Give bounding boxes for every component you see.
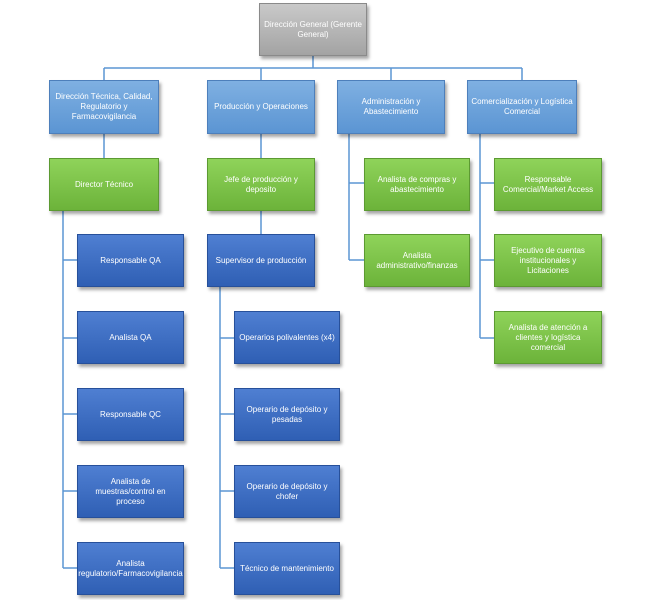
node-label: Analista de compras y abastecimiento — [377, 174, 457, 194]
node-administracion[interactable]: Administración y Abastecimiento — [337, 80, 445, 134]
node-label: Ejecutivo de cuentas institucionales y L… — [511, 245, 585, 275]
node-responsable-comercial[interactable]: Responsable Comercial/Market Access — [494, 158, 602, 211]
node-operarios-polivalentes[interactable]: Operarios polivalentes (x4) — [234, 311, 340, 364]
node-responsable-qa[interactable]: Responsable QA — [77, 234, 184, 287]
node-tecnico-mantenimiento[interactable]: Técnico de mantenimiento — [234, 542, 340, 595]
node-direccion-general[interactable]: Dirección General (Gerente General) — [259, 3, 367, 56]
node-analista-compras[interactable]: Analista de compras y abastecimiento — [364, 158, 470, 211]
node-label: Producción y Operaciones — [214, 102, 308, 111]
node-label: Responsable QC — [100, 409, 161, 419]
node-analista-administrativo[interactable]: Analista administrativo/finanzas — [364, 234, 470, 287]
node-label: Comercialización y Logística Comercial — [471, 97, 573, 116]
node-label: Analista QA — [109, 332, 152, 342]
node-label: Dirección General (Gerente General) — [264, 19, 362, 39]
node-analista-atencion-clientes[interactable]: Analista de atención a clientes y logíst… — [494, 311, 602, 364]
node-label: Analista regulatorio/Farmacovigilancia — [78, 558, 183, 578]
node-label: Responsable QA — [100, 255, 161, 265]
node-produccion-operaciones[interactable]: Producción y Operaciones — [207, 80, 315, 134]
node-label: Responsable Comercial/Market Access — [502, 174, 594, 194]
node-analista-muestras[interactable]: Analista de muestras/control en proceso — [77, 465, 184, 518]
node-analista-regulatorio[interactable]: Analista regulatorio/Farmacovigilancia — [77, 542, 184, 595]
node-label: Operario de depósito y pesadas — [246, 404, 328, 424]
node-analista-qa[interactable]: Analista QA — [77, 311, 184, 364]
node-label: Operarios polivalentes (x4) — [239, 332, 335, 342]
node-director-tecnico[interactable]: Director Técnico — [49, 158, 159, 211]
node-operario-deposito-chofer[interactable]: Operario de depósito y chofer — [234, 465, 340, 518]
node-ejecutivo-cuentas[interactable]: Ejecutivo de cuentas institucionales y L… — [494, 234, 602, 287]
node-label: Técnico de mantenimiento — [240, 563, 334, 573]
node-label: Analista de muestras/control en proceso — [95, 476, 166, 506]
node-label: Operario de depósito y chofer — [246, 481, 328, 501]
node-label: Jefe de producción y deposito — [224, 174, 298, 194]
node-label: Analista de atención a clientes y logíst… — [508, 322, 588, 352]
node-label: Analista administrativo/finanzas — [376, 250, 458, 270]
node-label: Administración y Abastecimiento — [361, 97, 421, 116]
node-comercializacion[interactable]: Comercialización y Logística Comercial — [467, 80, 577, 134]
node-label: Director Técnico — [74, 179, 134, 189]
node-responsable-qc[interactable]: Responsable QC — [77, 388, 184, 441]
node-supervisor-produccion[interactable]: Supervisor de producción — [207, 234, 315, 287]
node-operario-deposito-pesadas[interactable]: Operario de depósito y pesadas — [234, 388, 340, 441]
node-label: Supervisor de producción — [215, 255, 307, 265]
node-direccion-tecnica[interactable]: Dirección Técnica, Calidad, Regulatorio … — [49, 80, 159, 134]
node-jefe-produccion[interactable]: Jefe de producción y deposito — [207, 158, 315, 211]
node-label: Dirección Técnica, Calidad, Regulatorio … — [55, 92, 153, 121]
